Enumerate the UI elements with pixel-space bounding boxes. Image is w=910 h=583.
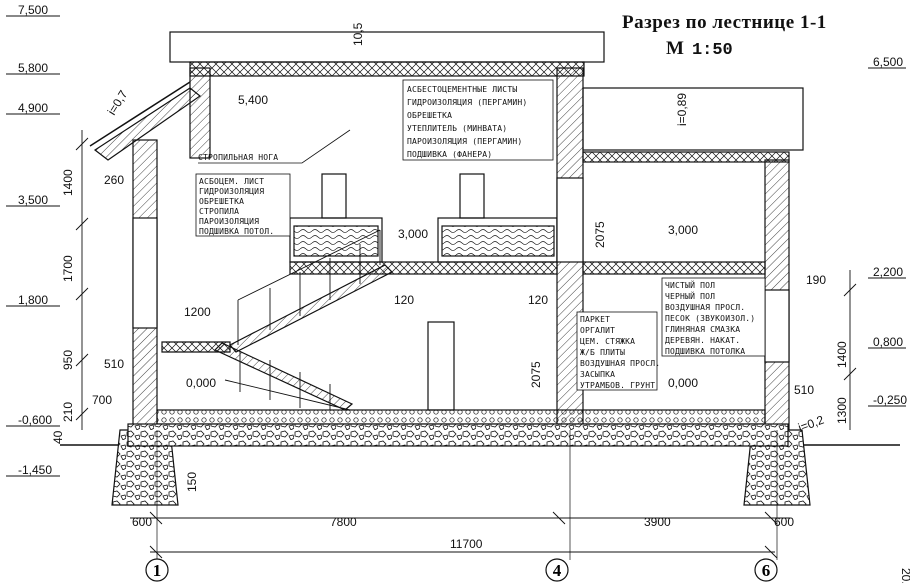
dim-interior-4: 2075: [529, 361, 543, 388]
floor-layer-5: ЗАСЫПКА: [580, 370, 615, 379]
drawing-title: Разрез по лестнице 1-1: [622, 12, 827, 33]
dim-interior-2: 120: [528, 293, 548, 307]
dim-right-0: 1400: [835, 341, 849, 368]
slope-ground: i=0,2: [796, 413, 826, 435]
elevation-right-1: 2,200: [873, 265, 903, 279]
elevation-left-5: -0,600: [18, 413, 52, 427]
elevation-right-3: -0,250: [873, 393, 907, 407]
elevation-left-3: 3,500: [18, 193, 48, 207]
dim-left-6: 260: [104, 173, 124, 187]
elevation-right-2: 0,800: [873, 335, 903, 349]
bottom-dim-right: 600: [774, 515, 794, 529]
ceiling-layer-6: ПОДШИВКА ПОТОЛКА: [665, 347, 745, 356]
ceiling-layer-2: ВОЗДУШНАЯ ПРОСЛ.: [665, 303, 745, 312]
axis-4: 4: [553, 561, 562, 580]
bottom-dim-7800: 7800: [330, 515, 357, 529]
elevation-right-0: 6,500: [873, 55, 903, 69]
floor-layer-6: УТРАМБОВ. ГРУНТ: [580, 381, 655, 390]
dim-left-3: 700: [92, 393, 112, 407]
left-roof-layer-4: ПАРОИЗОЛЯЦИЯ: [199, 217, 259, 226]
elevation-left-6: -1,450: [18, 463, 52, 477]
drawing-scale: М 1:50: [666, 38, 733, 60]
rafter-label: СТРОПИЛЬНАЯ НОГА: [198, 153, 278, 162]
left-roof-layer-3: СТРОПИЛА: [199, 207, 239, 216]
roof-layer-4: ПАРОИЗОЛЯЦИЯ (ПЕРГАМИН): [407, 137, 522, 146]
dim-left-7: 510: [104, 357, 124, 371]
bottom-dim-3900: 3900: [644, 515, 671, 529]
roof-layer-3: УТЕПЛИТЕЛЬ (МИНВАТА): [407, 124, 507, 133]
elevation-left-4: 1,800: [18, 293, 48, 307]
scale-prefix: М: [666, 38, 684, 59]
left-roof-layer-1: ГИДРОИЗОЛЯЦИЯ: [199, 187, 264, 196]
dim-left-5: 210: [61, 402, 75, 422]
elevation-left-1: 5,800: [18, 61, 48, 75]
dim-left-0: 1400: [61, 169, 75, 196]
dim-left-4: 40: [51, 430, 65, 444]
dim-right-3: 510: [794, 383, 814, 397]
elevation-interior-1: 3,000: [398, 227, 428, 241]
axis-1: 1: [153, 561, 162, 580]
elevation-left-0: 7,500: [18, 3, 48, 17]
bottom-dim-total: 11700: [450, 537, 483, 551]
roof-layers-attic-note: АСБЕСТОЦЕМЕНТНЫЕ ЛИСТЫ ГИДРОИЗОЛЯЦИЯ (ПЕ…: [402, 79, 554, 161]
slope-right: i=0,89: [675, 93, 689, 126]
roof-layer-2: ОБРЕШЕТКА: [407, 111, 452, 120]
floor-layer-4: ВОЗДУШНАЯ ПРОСЛ.: [580, 359, 660, 368]
lower-flight: [213, 342, 354, 411]
dim-left-1: 1700: [61, 255, 75, 282]
roof-layer-5: ПОДШИВКА (ФАНЕРА): [407, 150, 492, 159]
roof-layer-1: ГИДРОИЗОЛЯЦИЯ (ПЕРГАМИН): [407, 98, 527, 107]
floor-layer-1: ОРГАЛИТ: [580, 326, 615, 335]
roof-dim: 10,5: [351, 22, 365, 46]
axis-markers: 1 4 6: [145, 558, 778, 582]
slope-left: i=0,7: [105, 88, 131, 118]
dim-interior-1: 120: [394, 293, 414, 307]
elevation-interior-2: 3,000: [668, 223, 698, 237]
axis-6: 6: [762, 561, 771, 580]
ceiling-layer-4: ГЛИНЯНАЯ СМАЗКА: [665, 325, 740, 334]
left-roof-layer-2: ОБРЕШЕТКА: [199, 197, 244, 206]
left-roof-layer-5: ПОДШИВКА ПОТОЛ.: [199, 227, 274, 236]
left-roof-layer-0: АСБОЦЕМ. ЛИСТ: [199, 177, 264, 186]
upper-flight: [229, 264, 394, 353]
ceiling-layer-3: ПЕСОК (ЗВУКОИЗОЛ.): [665, 314, 755, 323]
floor-layers-note: ПАРКЕТ ОРГАЛИТ ЦЕМ. СТЯЖКА Ж/Б ПЛИТЫ ВОЗ…: [576, 311, 660, 391]
dim-interior-3: 2075: [593, 221, 607, 248]
ceiling-layers-note: ЧИСТЫЙ ПОЛ ЧЕРНЫЙ ПОЛ ВОЗДУШНАЯ ПРОСЛ. П…: [661, 277, 766, 357]
bottom-dim-left: 600: [132, 515, 152, 529]
ceiling-layer-5: ДЕРЕВЯН. НАКАТ.: [665, 336, 740, 345]
dim-right-1: 1300: [835, 397, 849, 424]
elevation-left-2: 4,900: [18, 101, 48, 115]
roof-layers-left-note: АСБОЦЕМ. ЛИСТ ГИДРОИЗОЛЯЦИЯ ОБРЕШЕТКА СТ…: [195, 173, 291, 237]
elevation-interior-4: 0,000: [668, 376, 698, 390]
scale-value: 1:50: [691, 41, 733, 60]
elevation-interior-0: 5,400: [238, 93, 268, 107]
dim-left-2: 950: [61, 350, 75, 370]
dim-interior-0: 1200: [184, 305, 211, 319]
ceiling-layer-1: ЧЕРНЫЙ ПОЛ: [665, 290, 715, 301]
floor-layer-3: Ж/Б ПЛИТЫ: [580, 348, 625, 357]
ceiling-layer-0: ЧИСТЫЙ ПОЛ: [665, 279, 715, 290]
dim-interior-5: 150: [185, 472, 199, 492]
roof-layer-0: АСБЕСТОЦЕМЕНТНЫЕ ЛИСТЫ: [407, 85, 517, 94]
page-number: 20.: [899, 568, 910, 583]
floor-layer-0: ПАРКЕТ: [580, 315, 610, 324]
dim-right-2: 190: [806, 273, 826, 287]
elevation-interior-3: 0,000: [186, 376, 216, 390]
floor-layer-2: ЦЕМ. СТЯЖКА: [580, 337, 635, 346]
